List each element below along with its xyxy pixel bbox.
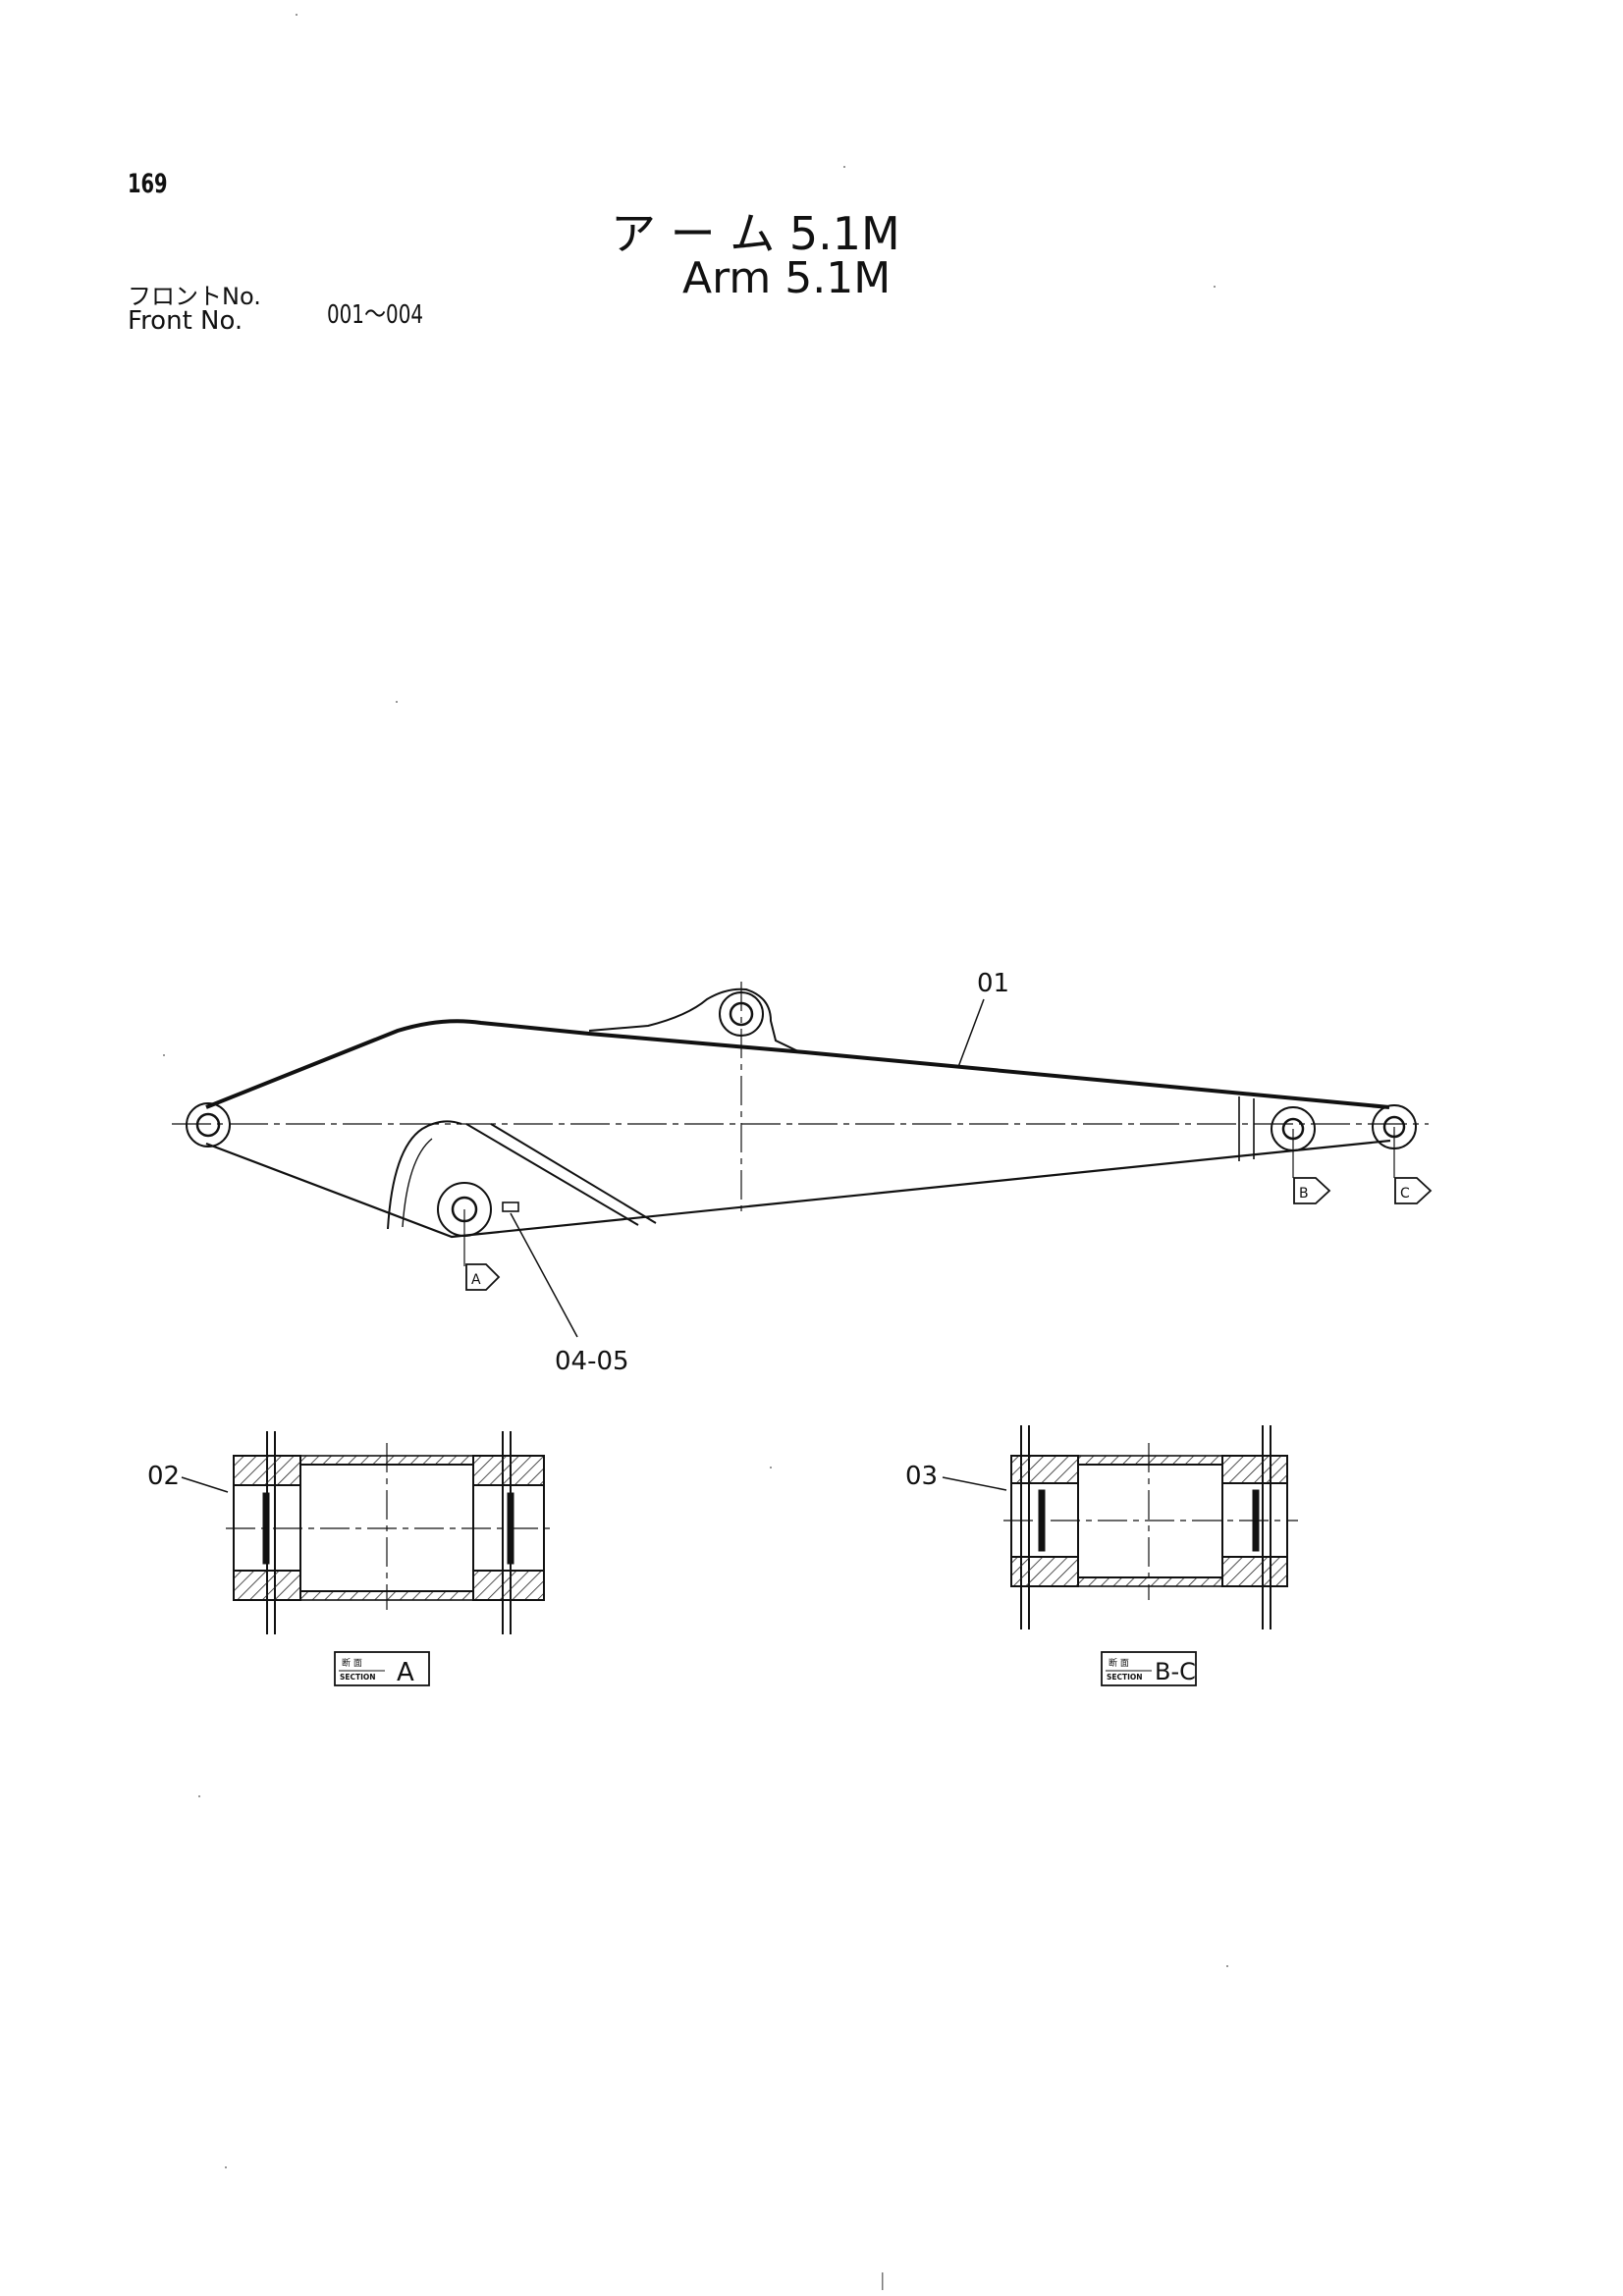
arm-top-outline <box>205 1019 1390 1109</box>
scan-specks <box>163 14 1228 2290</box>
svg-text:断 面: 断 面 <box>342 1657 362 1669</box>
callout-02: 02 <box>147 1462 180 1491</box>
svg-text:A: A <box>471 1272 481 1288</box>
callout-01: 01 <box>977 969 1009 998</box>
section-a-label: 断 面 SECTION A <box>334 1651 430 1687</box>
section-marker-c: C <box>1394 1177 1433 1204</box>
svg-text:断 面: 断 面 <box>1109 1657 1129 1669</box>
page-number: 169 <box>128 169 168 199</box>
svg-text:B: B <box>1299 1186 1309 1201</box>
arm-foot-boss <box>186 1102 231 1148</box>
section-bc-label: 断 面 SECTION B-C <box>1101 1651 1197 1686</box>
section-marker-b: B <box>1293 1177 1331 1204</box>
section-a-view <box>226 1431 555 1634</box>
title-english: Arm 5.1M <box>682 253 892 303</box>
svg-text:C: C <box>1400 1186 1410 1201</box>
arm-bottom-outline <box>205 1139 1391 1239</box>
title-japanese: ア ー ム 5.1M <box>611 207 900 260</box>
arm-elevation <box>172 982 1429 1266</box>
svg-text:SECTION: SECTION <box>1107 1673 1143 1682</box>
callout-04-05: 04-05 <box>555 1347 629 1376</box>
front-no-label-japanese: フロントNo. <box>128 283 261 310</box>
svg-text:SECTION: SECTION <box>340 1673 376 1682</box>
grease-fitting-icon <box>502 1201 519 1212</box>
section-bc-view <box>1003 1425 1298 1629</box>
section-marker-a: A <box>465 1263 501 1291</box>
svg-text:B-C: B-C <box>1155 1658 1196 1685</box>
callout-03: 03 <box>905 1462 938 1491</box>
svg-text:A: A <box>397 1658 414 1687</box>
front-no-range: 001～004 <box>327 300 423 330</box>
arm-top-boss <box>719 991 764 1037</box>
front-no-label-english: Front No. <box>128 306 243 336</box>
